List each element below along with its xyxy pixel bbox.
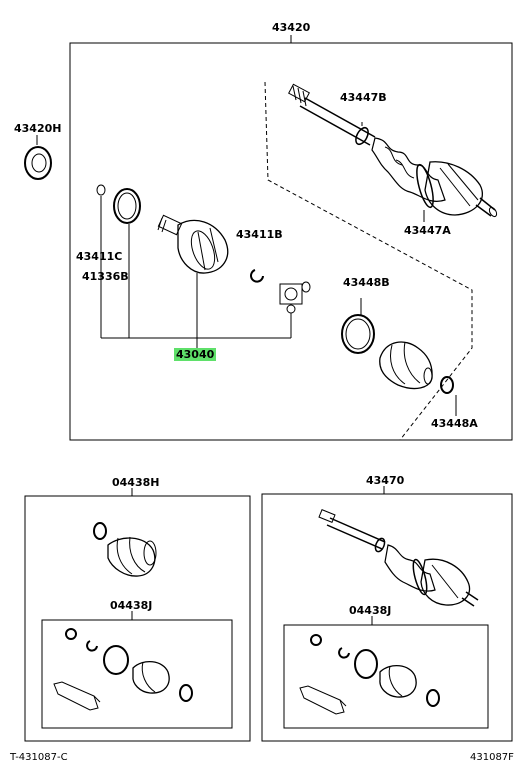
oil-seal-43420H-drawing — [24, 135, 52, 180]
label-43420H: 43420H — [14, 122, 62, 135]
label-04438H: 04438H — [112, 476, 160, 489]
dashed-outline — [264, 81, 473, 441]
label-43411B: 43411B — [236, 228, 283, 241]
left-parts-drawing — [96, 184, 457, 416]
boot-kit-frame-left — [24, 488, 251, 742]
label-43411C: 43411C — [76, 250, 123, 263]
label-43470: 43470 — [366, 474, 405, 487]
label-43448A: 43448A — [431, 417, 478, 430]
shaft-assy-frame-right — [261, 486, 513, 742]
label-41336B: 41336B — [82, 270, 129, 283]
label-43447A: 43447A — [404, 224, 451, 237]
label-43040-highlighted[interactable]: 43040 — [174, 348, 217, 361]
label-43448B: 43448B — [343, 276, 390, 289]
diagram-code-left: T-431087-C — [10, 752, 68, 763]
diagram-code-right: 431087F — [470, 752, 514, 763]
label-04438J-left: 04438J — [110, 599, 153, 612]
main-assembly-frame — [69, 35, 513, 441]
drive-shaft-upper-drawing — [288, 83, 498, 222]
label-04438J-right: 04438J — [349, 604, 392, 617]
label-43420: 43420 — [272, 21, 311, 34]
label-43447B: 43447B — [340, 91, 387, 104]
